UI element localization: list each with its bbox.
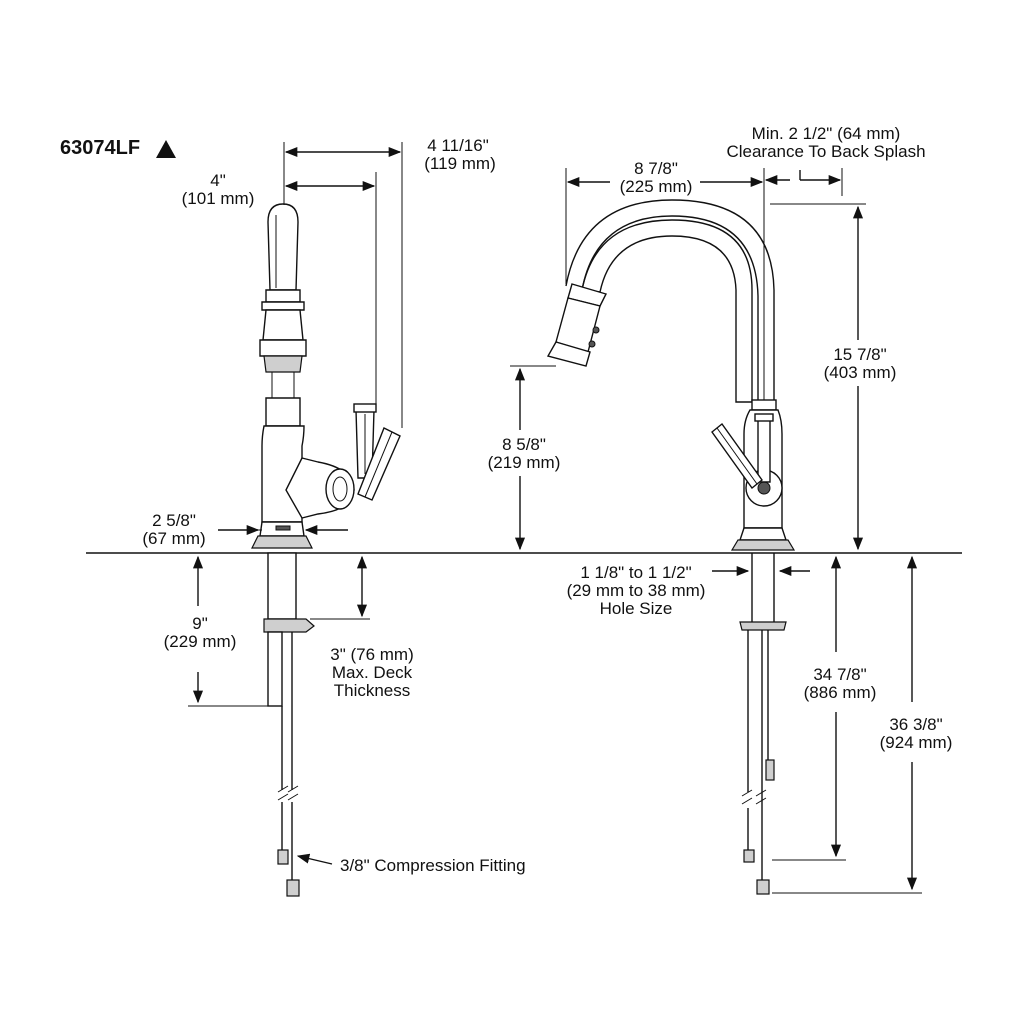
clearance-line1: Min. 2 1/2" (64 mm) bbox=[751, 124, 901, 143]
dim-8-7-8-mm: (225 mm) bbox=[619, 177, 693, 196]
warning-triangle-icon bbox=[156, 140, 176, 158]
front-base-escutcheon bbox=[730, 539, 796, 551]
dim-4-mm: (101 mm) bbox=[181, 189, 255, 208]
dim-4-11-16-in: 4 11/16" bbox=[427, 136, 489, 155]
hole-size-line2: (29 mm to 38 mm) bbox=[566, 581, 706, 600]
dim-15-7-8-mm: (403 mm) bbox=[823, 363, 897, 382]
dim-8-7-8-in: 8 7/8" bbox=[634, 159, 678, 178]
compression-fitting-label: 3/8" Compression Fitting bbox=[340, 856, 526, 875]
front-view-dimensions bbox=[510, 168, 922, 894]
dim-8-5-8-in: 8 5/8" bbox=[502, 435, 546, 454]
side-view-faucet bbox=[250, 203, 401, 897]
side-base-escutcheon bbox=[251, 535, 313, 549]
clearance-line2: Clearance To Back Splash bbox=[726, 142, 926, 161]
deck-thickness-line3: Thickness bbox=[333, 681, 411, 700]
dim-9-mm: (229 mm) bbox=[163, 632, 237, 651]
dim-34-7-8-mm: (886 mm) bbox=[803, 683, 877, 702]
side-spray-head bbox=[267, 203, 299, 291]
dim-2-5-8-in: 2 5/8" bbox=[152, 511, 196, 530]
dim-2-5-8-mm: (67 mm) bbox=[142, 529, 206, 548]
front-view-faucet bbox=[546, 199, 796, 895]
deck-thickness-line1: 3" (76 mm) bbox=[330, 645, 414, 664]
side-compression-fitting bbox=[277, 849, 289, 865]
front-compression-fitting bbox=[756, 879, 770, 895]
side-view-dimensions bbox=[188, 142, 403, 865]
hole-size-line3: Hole Size bbox=[599, 599, 673, 618]
dim-36-3-8-in: 36 3/8" bbox=[889, 715, 943, 734]
dim-9-in: 9" bbox=[192, 614, 208, 633]
model-number: 63074LF bbox=[60, 137, 141, 159]
dim-4-in: 4" bbox=[210, 171, 226, 190]
front-mounting-nut bbox=[739, 621, 787, 631]
front-handle-lever bbox=[757, 419, 771, 483]
dim-34-7-8-in: 34 7/8" bbox=[813, 665, 867, 684]
hole-size-line1: 1 1/8" to 1 1/2" bbox=[580, 563, 692, 582]
dim-8-5-8-mm: (219 mm) bbox=[487, 453, 561, 472]
dim-36-3-8-mm: (924 mm) bbox=[879, 733, 953, 752]
side-mounting-nut bbox=[263, 618, 315, 633]
deck-thickness-line2: Max. Deck bbox=[331, 663, 413, 682]
front-gooseneck-spout bbox=[581, 219, 753, 403]
dim-15-7-8-in: 15 7/8" bbox=[833, 345, 887, 364]
dim-4-11-16-mm: (119 mm) bbox=[424, 154, 496, 173]
